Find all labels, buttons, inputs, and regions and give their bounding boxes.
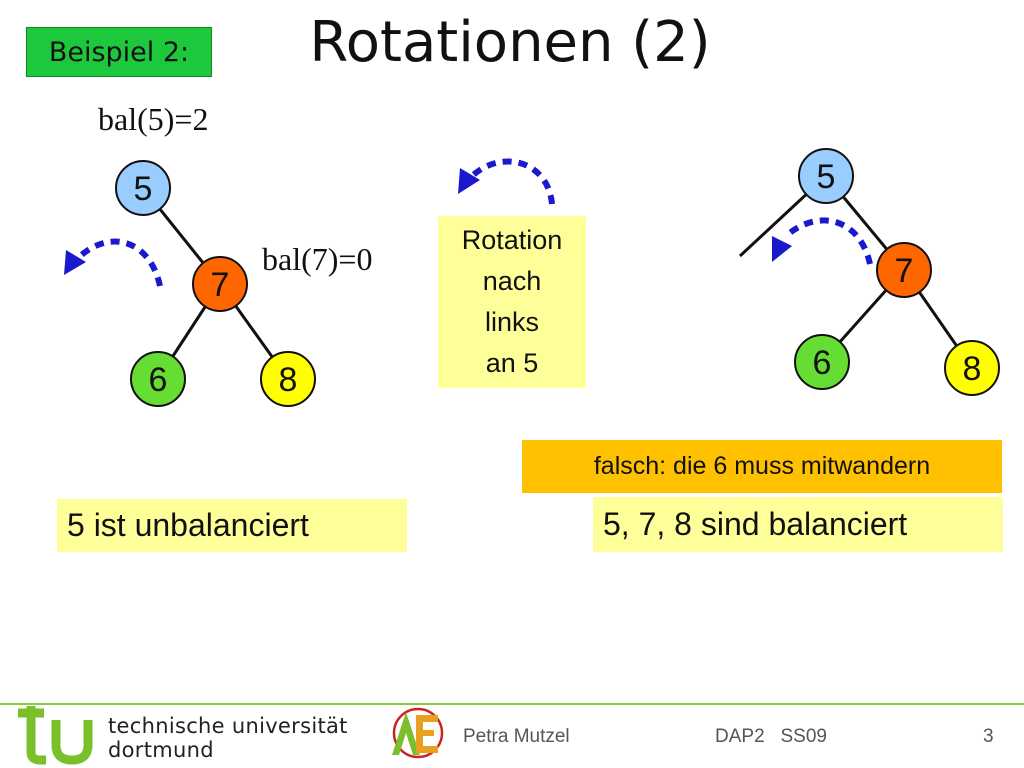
left-node-6: 6 [130,351,186,407]
footer-course: DAP2 SS09 [715,726,827,747]
university-line-1: technische universität [108,714,348,738]
rotation-note-line: Rotation [461,225,563,255]
balanced-note: 5, 7, 8 sind balanciert [593,497,1003,552]
tu-logo-icon [18,706,93,765]
footer-page-number: 3 [983,726,994,747]
left-node-5: 5 [115,160,171,216]
svg-text:5: 5 [817,158,836,196]
svg-text:8: 8 [279,361,298,399]
left-node-7: 7 [192,256,248,312]
ae-logo-icon [392,707,444,759]
university-line-2: dortmund [108,738,214,762]
university-name: technische universität dortmund [108,714,348,762]
right-node-7: 7 [876,242,932,298]
svg-text:7: 7 [895,252,914,290]
svg-text:8: 8 [963,350,982,388]
balance-label-7: bal(7)=0 [262,241,372,277]
unbalanced-note: 5 ist unbalanciert [57,499,407,552]
balance-label-5: bal(5)=2 [98,101,208,137]
center-rotation-arrow-icon [458,158,555,205]
rotation-note-line: an 5 [485,348,539,378]
right-rotation-arrow-icon [772,217,873,265]
svg-text:7: 7 [211,266,230,304]
svg-text:6: 6 [149,361,168,399]
left-node-8: 8 [260,351,316,407]
svg-text:6: 6 [813,344,832,382]
footer-author: Petra Mutzel [463,726,570,747]
svg-text:5: 5 [134,170,153,208]
footer-divider [0,703,1024,705]
rotation-note: Rotation nach links an 5 [438,216,586,388]
rotation-note-line: links [484,307,539,337]
right-node-5: 5 [798,148,854,204]
right-node-6: 6 [794,334,850,390]
wrong-note: falsch: die 6 muss mitwandern [522,440,1002,493]
slide-title: Rotationen (2) [309,10,711,75]
right-node-8: 8 [944,340,1000,396]
left-rotation-arrow-icon [64,238,163,287]
rotation-note-line: nach [482,266,542,296]
example-label: Beispiel 2: [26,27,212,77]
